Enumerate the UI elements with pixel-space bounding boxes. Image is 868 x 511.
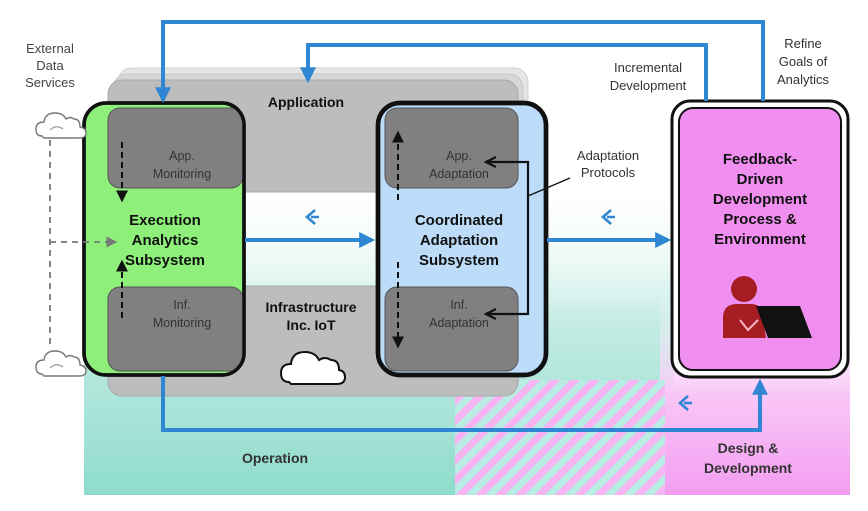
feedback-label-line-1: Feedback- <box>723 151 797 168</box>
execution-label-line-1: Execution <box>129 212 201 229</box>
overlap-stripes <box>455 380 665 495</box>
protocols-label-line-2: Protocols <box>581 165 636 180</box>
protocols-arrow-top <box>483 156 497 168</box>
coordinated-label-line-3: Subsystem <box>419 252 499 269</box>
protocols-arrow-bottom <box>483 308 497 320</box>
external-label-line-2: Data <box>36 58 64 73</box>
feedback-box <box>670 99 850 379</box>
inf-adaptation-line-1: Inf. <box>450 298 467 312</box>
flow-chevron-icon-2 <box>601 209 615 225</box>
incremental-label-line-2: Development <box>610 78 687 93</box>
feedback-label-line-5: Environment <box>714 231 806 248</box>
execution-label-line-3: Subsystem <box>125 252 205 269</box>
coordinated-label-line-2: Adaptation <box>420 232 498 249</box>
refine-label-line-2: Goals of <box>779 54 828 69</box>
inf-monitoring-line-2: Monitoring <box>153 316 211 330</box>
coordinated-label-line-1: Coordinated <box>415 212 503 229</box>
incremental-label-line-1: Incremental <box>614 60 682 75</box>
feedback-label-line-3: Development <box>713 191 807 208</box>
execution-label-line-2: Analytics <box>132 232 199 249</box>
protocols-bracket <box>488 160 530 316</box>
inf-adaptation-line-2: Adaptation <box>429 316 489 330</box>
protocols-callout-line <box>527 177 571 197</box>
external-label-line-3: Services <box>25 75 75 90</box>
app-monitoring-line-2: Monitoring <box>153 167 211 181</box>
app-adaptation-line-1: App. <box>446 149 472 163</box>
developer-icon <box>723 276 812 338</box>
feedback-label-line-4: Process & <box>723 211 797 228</box>
flow-chevron-icon-3 <box>678 395 692 411</box>
infrastructure-label-line-1: Infrastructure <box>265 299 356 315</box>
flow-chevron-icon-1 <box>305 209 319 225</box>
protocols-label-line-1: Adaptation <box>577 148 639 163</box>
incremental-development-loop-arrow <box>300 43 708 101</box>
infrastructure-label-line-2: Inc. IoT <box>287 317 336 333</box>
cloud-icon-infrastructure <box>279 350 347 385</box>
coordinated-border <box>375 100 549 378</box>
refine-label-line-1: Refine <box>784 36 822 51</box>
operation-feedback-loop-arrow <box>161 376 768 432</box>
design-label-line-2: Development <box>704 460 792 476</box>
cloud-icon-top <box>35 112 87 139</box>
application-label: Application <box>268 94 344 110</box>
feedback-label-line-2: Driven <box>737 171 784 188</box>
external-label-line-1: External <box>26 41 74 56</box>
app-adaptation-line-2: Adaptation <box>429 167 489 181</box>
inf-monitoring-line-1: Inf. <box>173 298 190 312</box>
operation-label: Operation <box>242 450 308 466</box>
refine-label-line-3: Analytics <box>777 72 830 87</box>
design-label-line-1: Design & <box>718 440 779 456</box>
app-adaptation-box <box>384 107 519 189</box>
app-monitoring-line-1: App. <box>169 149 195 163</box>
refine-goals-loop-arrow <box>155 20 765 104</box>
inf-adaptation-box <box>384 286 519 372</box>
cloud-icon-bottom <box>35 350 87 377</box>
